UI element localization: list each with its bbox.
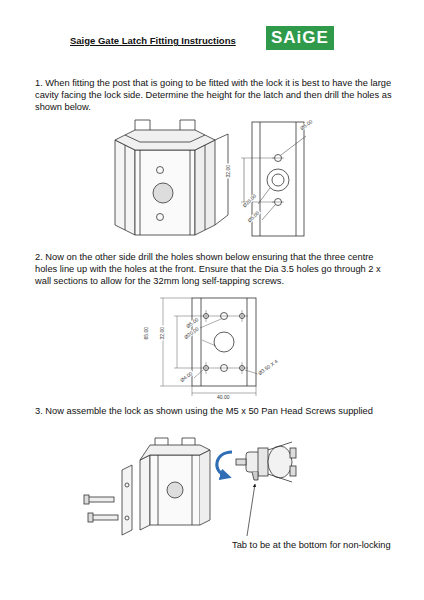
dimension: Ø20.00	[183, 326, 201, 341]
dimension: Ø20.00	[241, 193, 258, 210]
step-text: 2. Now on the other side drill the holes…	[35, 252, 397, 288]
dimension: Ø3.50 X 4	[257, 358, 280, 376]
page-title: Saige Gate Latch Fitting Instructions	[70, 35, 236, 47]
dimension: Ø5.00	[246, 210, 261, 225]
logo-text: SAiGE	[271, 28, 329, 48]
dimension: 65.00	[144, 326, 149, 341]
step-text: 3. Now assemble the lock as shown using …	[35, 406, 397, 418]
dimension: Ø5.00	[299, 118, 315, 131]
callout-note: Tab to be at the bottom for non-locking	[232, 540, 417, 552]
dimension: 32.00	[160, 326, 165, 341]
dimension: 40.00	[216, 395, 231, 400]
dimension: 32.00	[226, 164, 231, 179]
logo-box: SAiGE	[266, 26, 334, 50]
step-text: 1. When fitting the post that is going t…	[35, 78, 397, 114]
